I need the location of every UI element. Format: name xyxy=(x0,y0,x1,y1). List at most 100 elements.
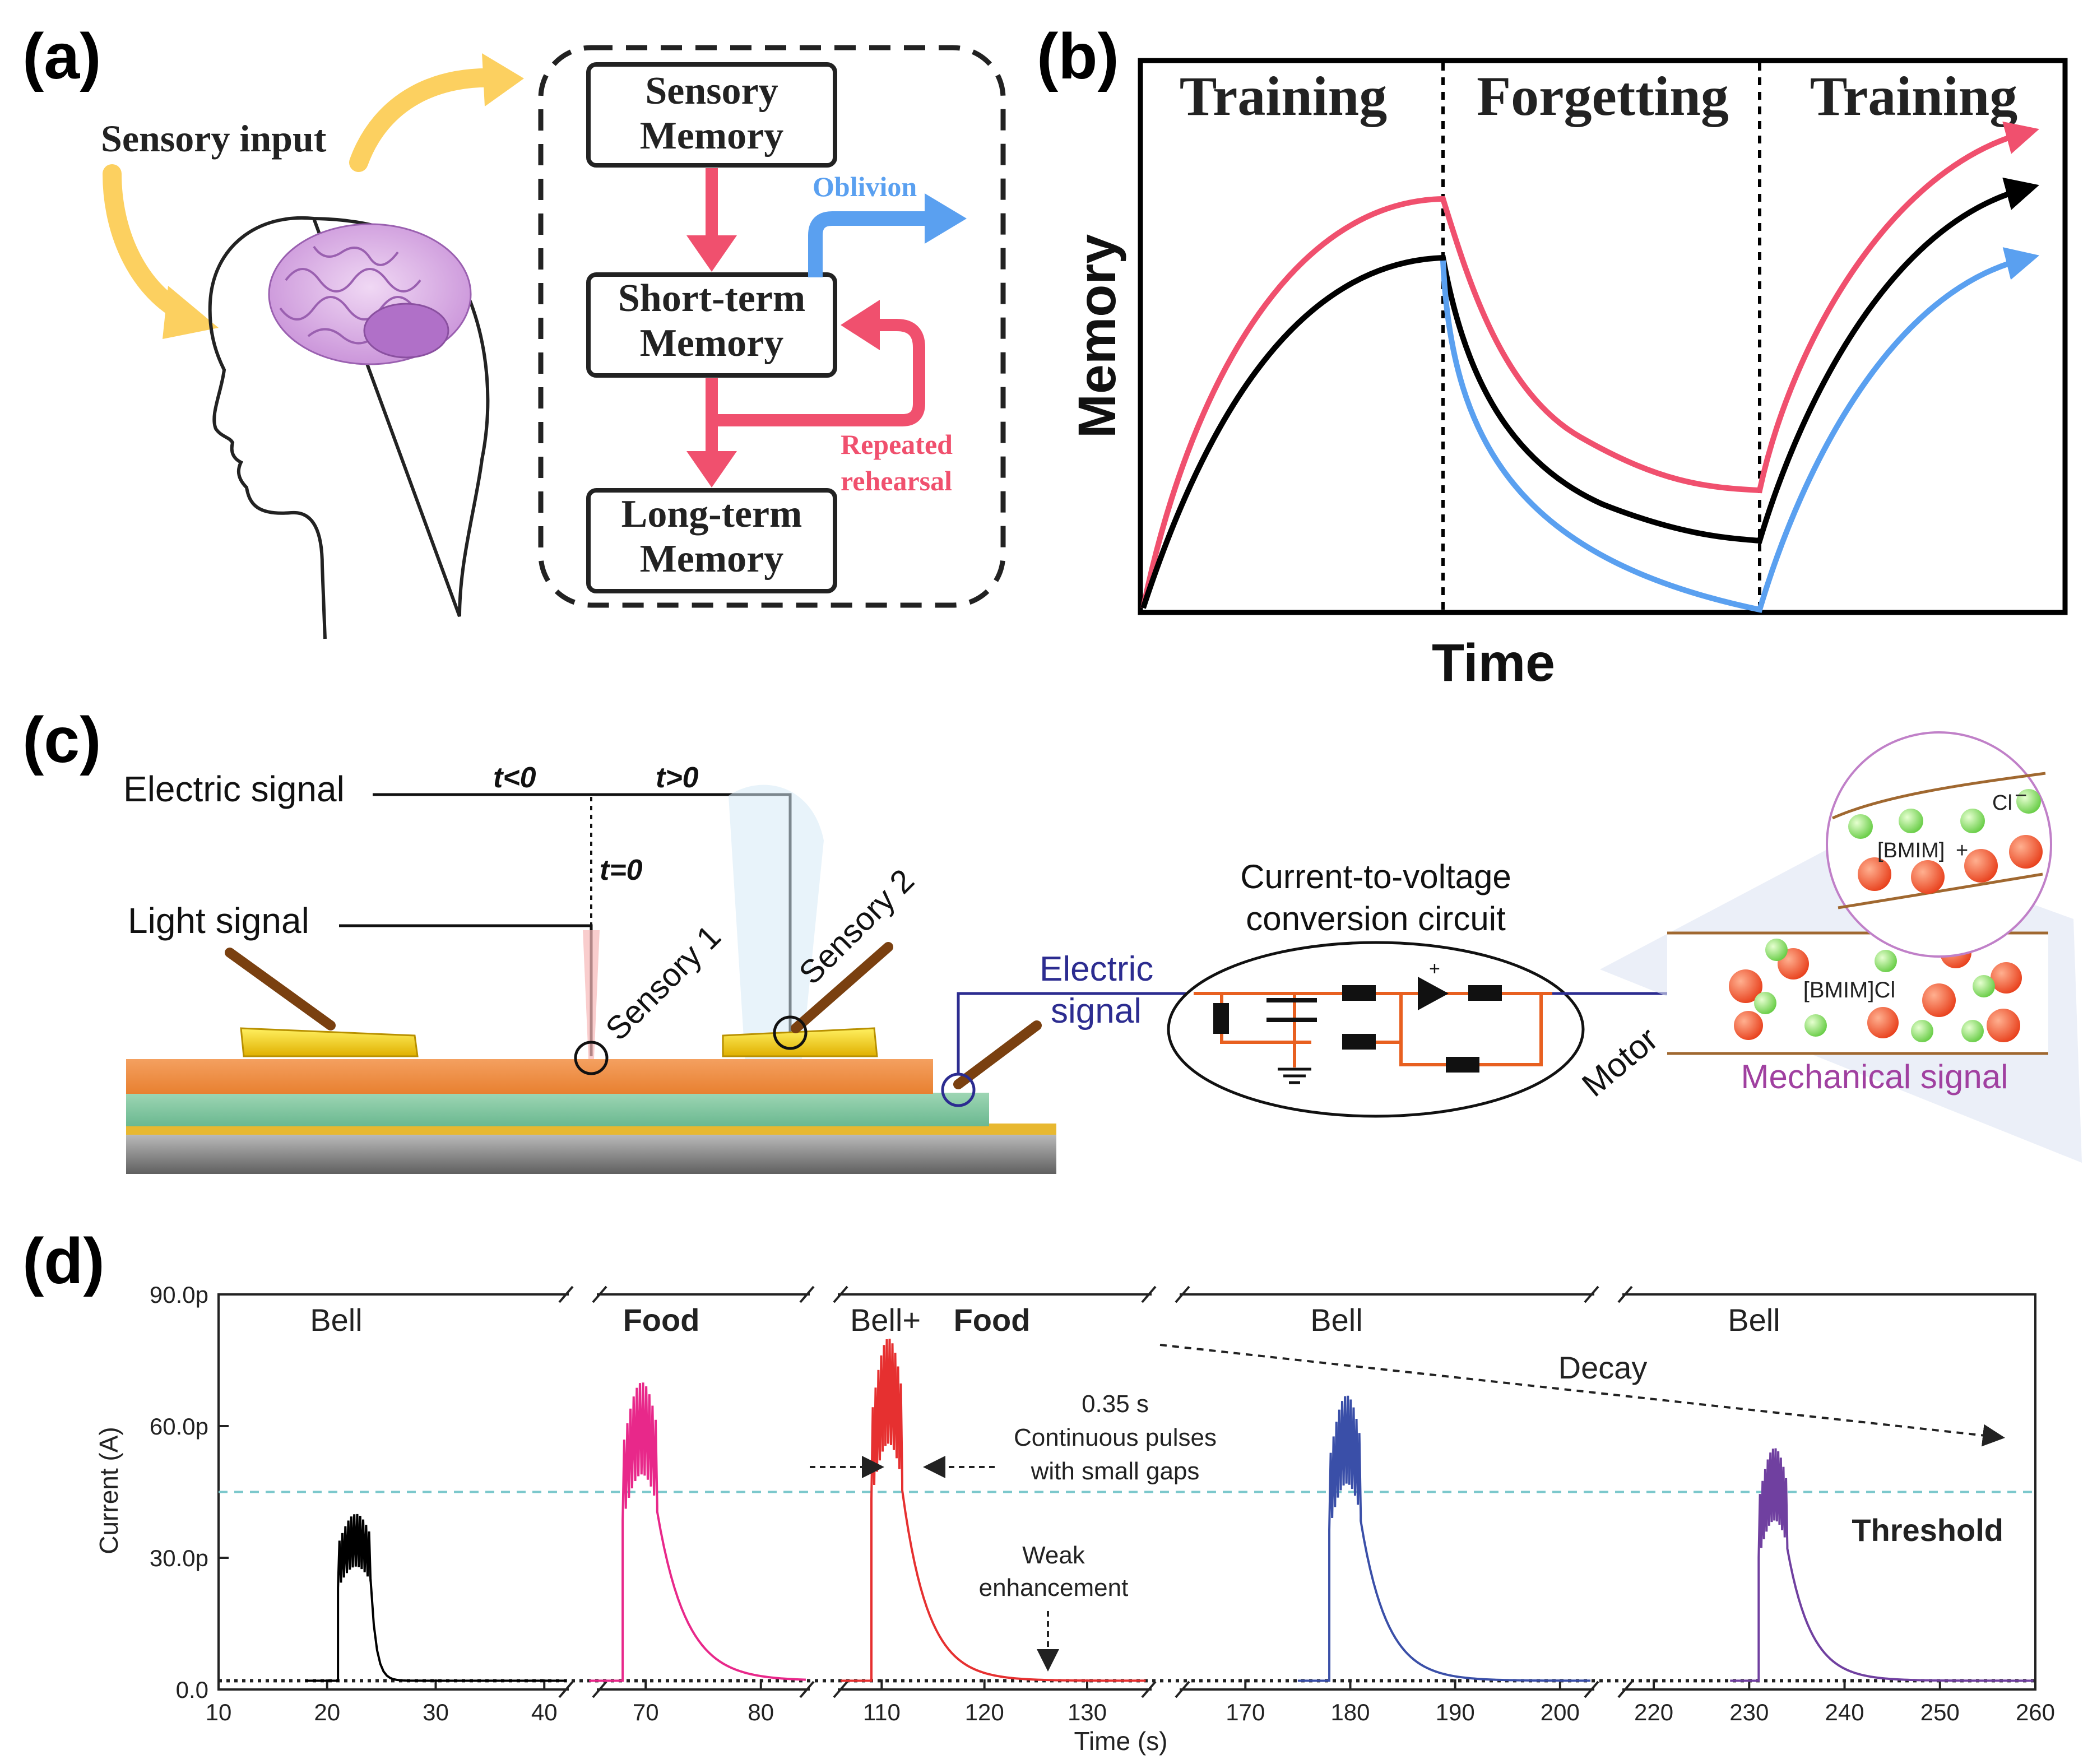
oblivion-label: Oblivion xyxy=(813,171,917,202)
y-axis-label: Current (A) xyxy=(94,1427,123,1554)
probe-left xyxy=(225,948,336,1030)
segment-label-bell-3: Bell xyxy=(1728,1302,1780,1338)
brain-folds xyxy=(279,245,421,345)
axis-break-gap xyxy=(1594,1291,1622,1298)
panel-c-label: (c) xyxy=(22,704,101,776)
x-tick-label: 200 xyxy=(1541,1699,1580,1725)
x-tick-label: 130 xyxy=(1068,1699,1107,1725)
y-tick-label: 90.0p xyxy=(150,1282,208,1308)
x-tick-label: 40 xyxy=(531,1699,558,1725)
cl-label: Cl xyxy=(1992,791,2012,815)
zoom-circle: [BMIM] + Cl − xyxy=(1826,731,2052,958)
sensory-input-arrow-up xyxy=(349,68,514,172)
rehearsal-label-line-2: rehearsal xyxy=(841,465,952,496)
rehearsal-label-line-1: Repeated xyxy=(841,429,953,460)
light-glow xyxy=(583,930,600,1059)
panel-c: (c) Electric signal t<0 t>0 t=0 Light si… xyxy=(22,704,2082,1174)
circuit-title-line-1: Current-to-voltage xyxy=(1240,858,1511,895)
axis-break-gap xyxy=(569,1686,597,1693)
long-term-memory-line-2: Memory xyxy=(640,537,784,581)
pulse-trace-4 xyxy=(1297,1395,1591,1682)
x-tick-label: 230 xyxy=(1729,1699,1769,1725)
axis-break-mark xyxy=(1617,1681,1633,1698)
x-tick-label: 260 xyxy=(2016,1699,2055,1725)
pulse-note-line-1: 0.35 s xyxy=(1082,1390,1149,1418)
x-tick-label: 10 xyxy=(206,1699,232,1725)
pulse-trace-3 xyxy=(841,1339,1146,1682)
axis-break-mark xyxy=(1584,1681,1599,1698)
x-tick-label: 20 xyxy=(314,1699,340,1725)
phase-forgetting: Forgetting xyxy=(1477,65,1729,127)
cl-minus-sign: − xyxy=(2015,784,2027,807)
x-tick-label: 220 xyxy=(1634,1699,1673,1725)
axis-break-mark xyxy=(1141,1285,1157,1303)
short-term-memory-line-1: Short-term xyxy=(618,277,805,320)
light-signal-label: Light signal xyxy=(128,900,309,941)
time-axis-label: Time xyxy=(1432,633,1555,693)
oblivion-arrow xyxy=(808,211,930,277)
panel-a: (a) Sensory input Sensory Memory Short-t… xyxy=(22,21,1006,639)
axis-break-mark xyxy=(799,1285,815,1303)
long-term-memory-box: Long-term Memory xyxy=(586,488,837,593)
sensory-1-label: Sensory 1 xyxy=(599,918,728,1048)
conversion-circuit-outline xyxy=(1167,941,1585,1118)
short-to-long-arrow-head xyxy=(686,451,737,488)
y-tick-label: 30.0p xyxy=(150,1545,208,1571)
panel-a-label: (a) xyxy=(22,21,101,92)
bmim-cl-label: [BMIM]Cl xyxy=(1803,978,1895,1002)
probe-bottom xyxy=(953,1020,1042,1089)
y-tick-label: 60.0p xyxy=(150,1413,208,1440)
gold-pad-left xyxy=(240,1027,419,1057)
memory-curve-red xyxy=(1140,121,2039,609)
weak-note-line-1: Weak xyxy=(1022,1542,1085,1569)
axis-break-gap xyxy=(810,1686,838,1693)
x-tick-label: 250 xyxy=(1920,1699,1960,1725)
rehearsal-loop-arrow-head xyxy=(841,300,880,350)
x-tick-label: 120 xyxy=(965,1699,1004,1725)
motor-label: Motor xyxy=(1575,1020,1665,1104)
axis-break-mark xyxy=(1584,1285,1599,1303)
x-tick-label: 240 xyxy=(1825,1699,1864,1725)
axis-break-gap xyxy=(810,1291,838,1298)
pulse-trace-1 xyxy=(305,1514,566,1682)
segment-label-bell-plus: Bell+ xyxy=(850,1302,921,1338)
electric-glow xyxy=(729,784,824,1065)
x-axis-label: Time (s) xyxy=(1074,1726,1168,1756)
axis-break-gap xyxy=(1594,1686,1622,1693)
axis-break-mark xyxy=(1617,1285,1633,1303)
axis-break-mark xyxy=(592,1681,607,1698)
resistor-4 xyxy=(1468,985,1502,1001)
segment-label-bell-1: Bell xyxy=(310,1302,362,1338)
axis-break-mark xyxy=(833,1285,848,1303)
sensory-memory-line-2: Memory xyxy=(640,114,784,157)
electric-signal-output-wire xyxy=(957,992,1194,1074)
panel-d-label: (d) xyxy=(22,1225,105,1297)
panel-b-label: (b) xyxy=(1037,21,1119,92)
electric-signal-output-line-1: Electric xyxy=(1040,950,1153,988)
panel-b: (b) Training Forgetting Training Memory … xyxy=(1037,21,2068,693)
device-orange-layer xyxy=(126,1059,933,1094)
resistor-2 xyxy=(1342,985,1376,1001)
axis-break-mark xyxy=(1175,1681,1190,1698)
memory-curve-black xyxy=(1140,177,2039,609)
x-tick-label: 180 xyxy=(1330,1699,1370,1725)
phase-training-1: Training xyxy=(1180,65,1387,127)
pulse-note-line-3: with small gaps xyxy=(1031,1457,1200,1485)
t-less-than-zero: t<0 xyxy=(493,762,536,794)
sensory-input-arrow-up-head xyxy=(482,53,524,106)
x-tick-label: 70 xyxy=(633,1699,659,1725)
rehearsal-loop-arrow xyxy=(712,319,925,426)
axis-break-mark xyxy=(833,1681,848,1698)
decay-arrow xyxy=(1159,1344,2005,1447)
sensory-memory-box: Sensory Memory xyxy=(586,62,837,168)
electric-signal-label: Electric signal xyxy=(123,769,345,809)
short-term-memory-box: Short-term Memory xyxy=(586,272,837,378)
t-equals-zero: t=0 xyxy=(600,854,643,886)
axis-break-mark xyxy=(558,1285,574,1303)
resistor-1 xyxy=(1213,1003,1229,1034)
x-tick-label: 190 xyxy=(1436,1699,1475,1725)
mechanical-signal-label: Mechanical signal xyxy=(1741,1058,2008,1095)
